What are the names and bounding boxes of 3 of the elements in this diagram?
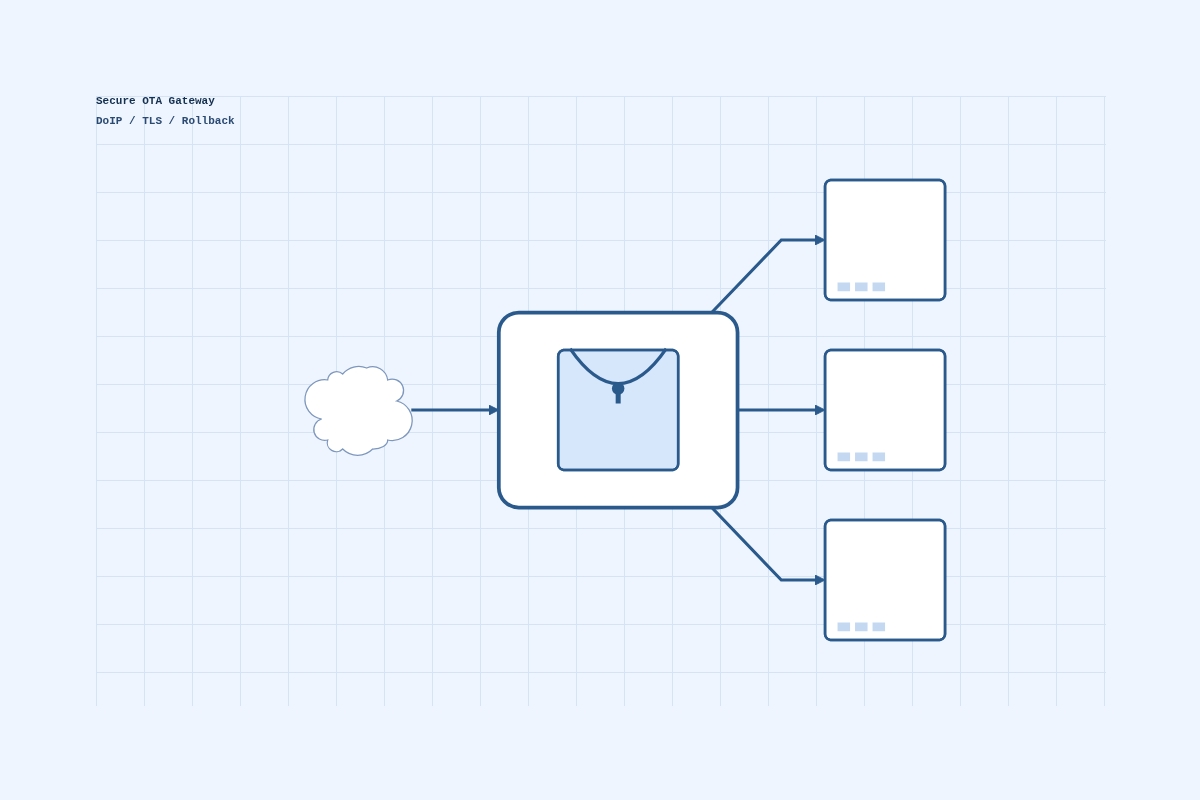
node-cloud xyxy=(304,365,413,456)
diagram-title: Secure OTA Gateway xyxy=(96,95,215,107)
subtitle-text: DoIP / TLS / Rollback xyxy=(96,115,235,127)
